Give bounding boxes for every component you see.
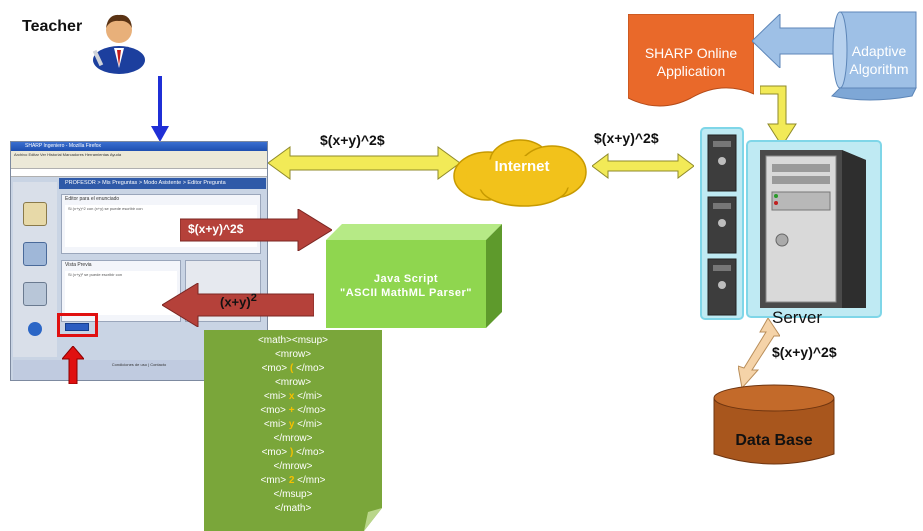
preview-text: Si (x+y)² se puede escribir con xyxy=(65,271,177,315)
teacher-icon xyxy=(92,14,145,74)
breadcrumb: PROFESOR > Mis Preguntas > Modo Asistent… xyxy=(59,178,266,189)
mathml-line: <mi> y </mi> xyxy=(204,418,382,432)
internet-label: Internet xyxy=(494,158,550,175)
mathml-line-highlight: ) xyxy=(289,447,294,458)
mathml-line-pre: </mrow> xyxy=(273,461,313,472)
browser-sidebar xyxy=(13,182,57,357)
sharp-app-label: SHARP Online Application xyxy=(628,44,754,80)
mathml-line: <mo> ) </mo> xyxy=(204,446,382,460)
server-rack xyxy=(700,127,744,320)
sidebar-item-ayuda[interactable] xyxy=(28,322,42,336)
mathml-line-highlight: 2 xyxy=(288,475,295,486)
mathml-line: <mi> x </mi> xyxy=(204,390,382,404)
mathml-line-pre: <mo> xyxy=(260,405,289,416)
preview-title: Vista Previa xyxy=(65,262,92,268)
sharp-app-line1: SHARP Online xyxy=(644,45,738,61)
mathml-line: <mrow> xyxy=(204,376,382,390)
mathml-line-pre: </math> xyxy=(274,503,312,514)
mathml-line-highlight: + xyxy=(288,405,295,416)
sidebar-item-ejemplo[interactable] xyxy=(23,282,47,306)
database-label: Data Base xyxy=(735,432,813,449)
mathml-line-post: </mo> xyxy=(293,363,325,374)
internet-server-label: $(x+y)^2$ xyxy=(594,130,659,146)
sharp-app-shape xyxy=(628,14,754,107)
parser-label-line2: "ASCII MathML Parser" xyxy=(340,287,472,299)
mathml-line-post: </mn> xyxy=(294,475,326,486)
sharp-to-server-arrow xyxy=(760,85,797,147)
browser-internet-arrow xyxy=(268,146,460,180)
teacher-to-browser-arrow xyxy=(151,76,169,142)
mathml-line: <mo> ( </mo> xyxy=(204,362,382,376)
adaptive-line1: Adaptive xyxy=(851,43,907,59)
preview-button-highlight xyxy=(57,313,98,337)
mathml-line-pre: <mi> xyxy=(263,391,289,402)
preview-panel: Vista Previa Si (x+y)² se puede escribir… xyxy=(61,260,181,322)
mathml-line: <math><msup> xyxy=(204,334,382,348)
mathml-line-post: </mi> xyxy=(294,391,323,402)
adaptive-label: Adaptive Algorithm xyxy=(838,42,920,78)
mathml-line: <mo> + </mo> xyxy=(204,404,382,418)
server-db-arrow xyxy=(738,318,780,388)
red-up-arrow xyxy=(62,346,84,384)
from-parser-label: (x+y)2 xyxy=(220,292,257,309)
mathml-line-pre: <mo> xyxy=(261,363,290,374)
mathml-line: <mrow> xyxy=(204,348,382,362)
mathml-line-pre: <mo> xyxy=(261,447,290,458)
mathml-line-pre: <mrow> xyxy=(274,349,312,360)
adaptive-line2: Algorithm xyxy=(849,61,909,77)
sharp-app-line2: Application xyxy=(656,63,726,79)
mathml-line: </mrow> xyxy=(204,432,382,446)
browser-address-bar xyxy=(11,169,267,177)
mathml-line: </math> xyxy=(204,502,382,516)
mathml-line: <mn> 2 </mn> xyxy=(204,474,382,488)
server-label: Server xyxy=(772,308,823,327)
parser-label-line1: Java Script xyxy=(373,273,439,285)
mathml-line-pre: <math><msup> xyxy=(257,335,329,346)
mathml-line-pre: </msup> xyxy=(273,489,313,500)
browser-internet-label: $(x+y)^2$ xyxy=(320,132,385,148)
editor-title: Editor para el enunciado xyxy=(65,196,120,202)
parser-box xyxy=(326,224,502,328)
mathml-line-pre: <mn> xyxy=(260,475,289,486)
mathml-code: <math><msup><mrow><mo> ( </mo><mrow><mi>… xyxy=(204,334,382,516)
sidebar-item-modo-avanzado[interactable] xyxy=(23,242,47,266)
parser-label: Java Script "ASCII MathML Parser" xyxy=(326,272,486,300)
teacher-label: Teacher xyxy=(22,18,83,35)
mathml-line: </msup> xyxy=(204,488,382,502)
from-parser-label-exponent: 2 xyxy=(250,292,257,304)
from-parser-label-base: (x+y) xyxy=(220,294,251,310)
sidebar-item-modo-asistente[interactable] xyxy=(23,202,47,226)
database-cylinder xyxy=(713,384,835,465)
browser-title: SHARP Ingeniero - Mozilla Firefox xyxy=(11,142,267,151)
from-parser-arrow xyxy=(162,283,314,327)
mathml-line-highlight: x xyxy=(288,391,295,402)
server-tower xyxy=(746,140,882,318)
mathml-line-highlight: y xyxy=(288,419,295,430)
mathml-line-post: </mo> xyxy=(294,405,326,416)
mathml-line-highlight: ( xyxy=(289,363,294,374)
to-parser-label: $(x+y)^2$ xyxy=(188,222,244,236)
browser-window: SHARP Ingeniero - Mozilla Firefox Archiv… xyxy=(10,141,268,381)
server-db-label: $(x+y)^2$ xyxy=(772,344,837,360)
internet-server-arrow xyxy=(592,153,694,179)
mathml-line-pre: <mrow> xyxy=(274,377,312,388)
mathml-line: </mrow> xyxy=(204,460,382,474)
internet-cloud xyxy=(453,139,587,207)
browser-toolbar xyxy=(11,158,267,169)
mathml-line-post: </mi> xyxy=(294,419,323,430)
adaptive-scroll xyxy=(831,11,917,101)
mathml-document xyxy=(204,330,382,531)
to-parser-arrow xyxy=(180,209,332,251)
adaptive-to-sharp-arrow xyxy=(752,14,840,68)
preview-button[interactable] xyxy=(65,323,89,331)
mathml-line-post: </mo> xyxy=(293,447,325,458)
mathml-line-pre: </mrow> xyxy=(273,433,313,444)
browser-menu: Archivo Editar Ver Historial Marcadores … xyxy=(11,151,267,158)
mathml-line-pre: <mi> xyxy=(263,419,289,430)
